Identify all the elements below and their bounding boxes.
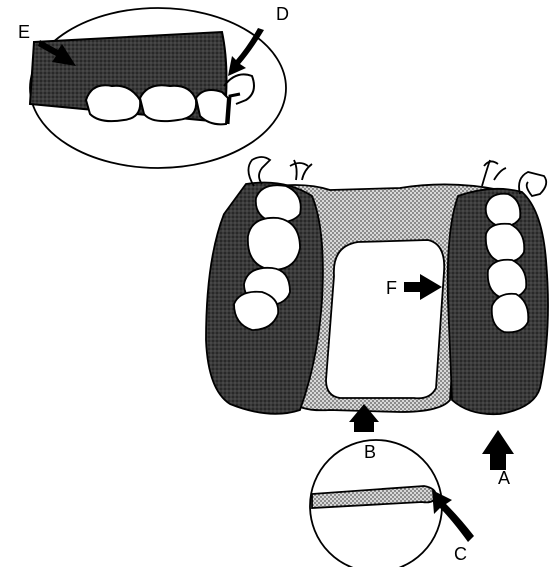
palatal-opening (326, 240, 444, 398)
label-a: A (498, 468, 510, 488)
label-b: B (364, 442, 376, 462)
right-tooth-3 (488, 260, 526, 299)
left-tooth-1 (256, 185, 301, 222)
rest-right (482, 160, 506, 186)
inset-tooth-2 (140, 85, 196, 121)
label-d: D (276, 4, 289, 24)
inset-tooth-1 (86, 85, 140, 121)
left-tooth-4 (234, 292, 278, 330)
label-e: E (18, 22, 30, 42)
inset-top (30, 8, 286, 168)
right-tooth-4 (492, 294, 529, 333)
inset-top-teeth (86, 85, 228, 124)
label-c: C (454, 544, 467, 564)
inset-bottom (310, 440, 474, 567)
right-tooth-1 (486, 194, 521, 227)
arrow-a (482, 430, 514, 470)
rest-left (290, 160, 312, 180)
left-tooth-2 (248, 218, 300, 270)
denture-main (206, 157, 548, 470)
right-tooth-2 (486, 224, 524, 263)
label-f: F (386, 278, 397, 298)
